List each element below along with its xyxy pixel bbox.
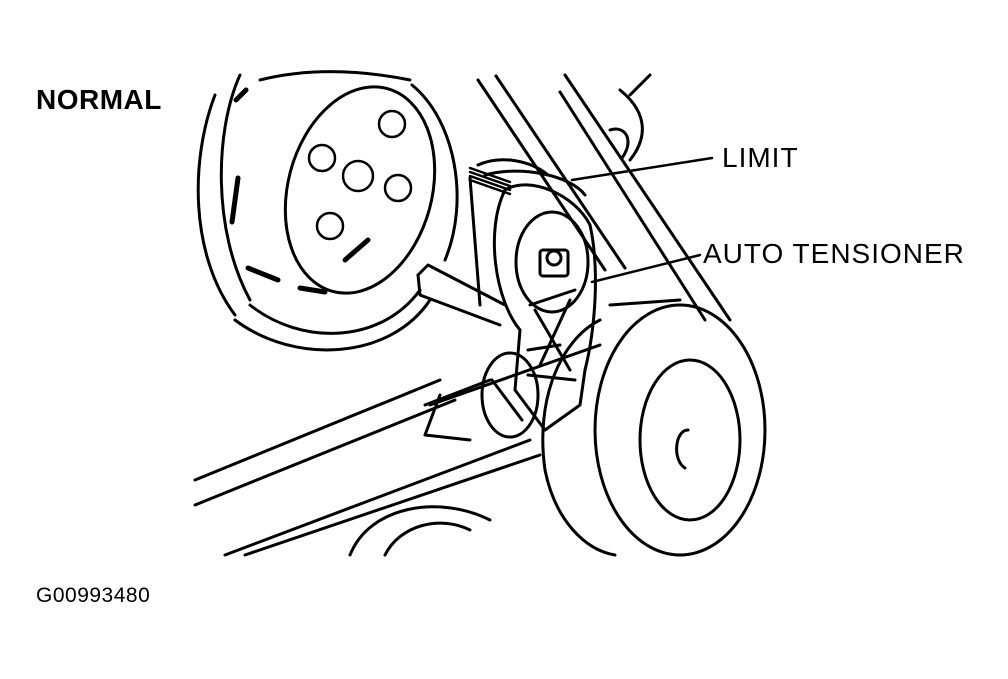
condition-label: NORMAL bbox=[36, 84, 162, 115]
figure-id-label: G00993480 bbox=[36, 584, 151, 607]
auto-tensioner-leader-line bbox=[590, 253, 702, 284]
limit-leader-line bbox=[570, 156, 714, 182]
pulley-slots bbox=[229, 87, 371, 295]
auto-tensioner bbox=[416, 158, 597, 442]
crank-pulley bbox=[196, 70, 459, 352]
pulley-bolts bbox=[307, 109, 413, 241]
alternator-pulley bbox=[541, 298, 767, 557]
drive-belt bbox=[193, 73, 732, 557]
limit-callout-label: LIMIT bbox=[722, 142, 799, 173]
engine-bracket bbox=[608, 73, 652, 162]
limit-mark bbox=[468, 166, 512, 196]
auto-tensioner-callout-label: AUTO TENSIONER bbox=[703, 238, 965, 269]
idler-pulley bbox=[348, 505, 492, 557]
